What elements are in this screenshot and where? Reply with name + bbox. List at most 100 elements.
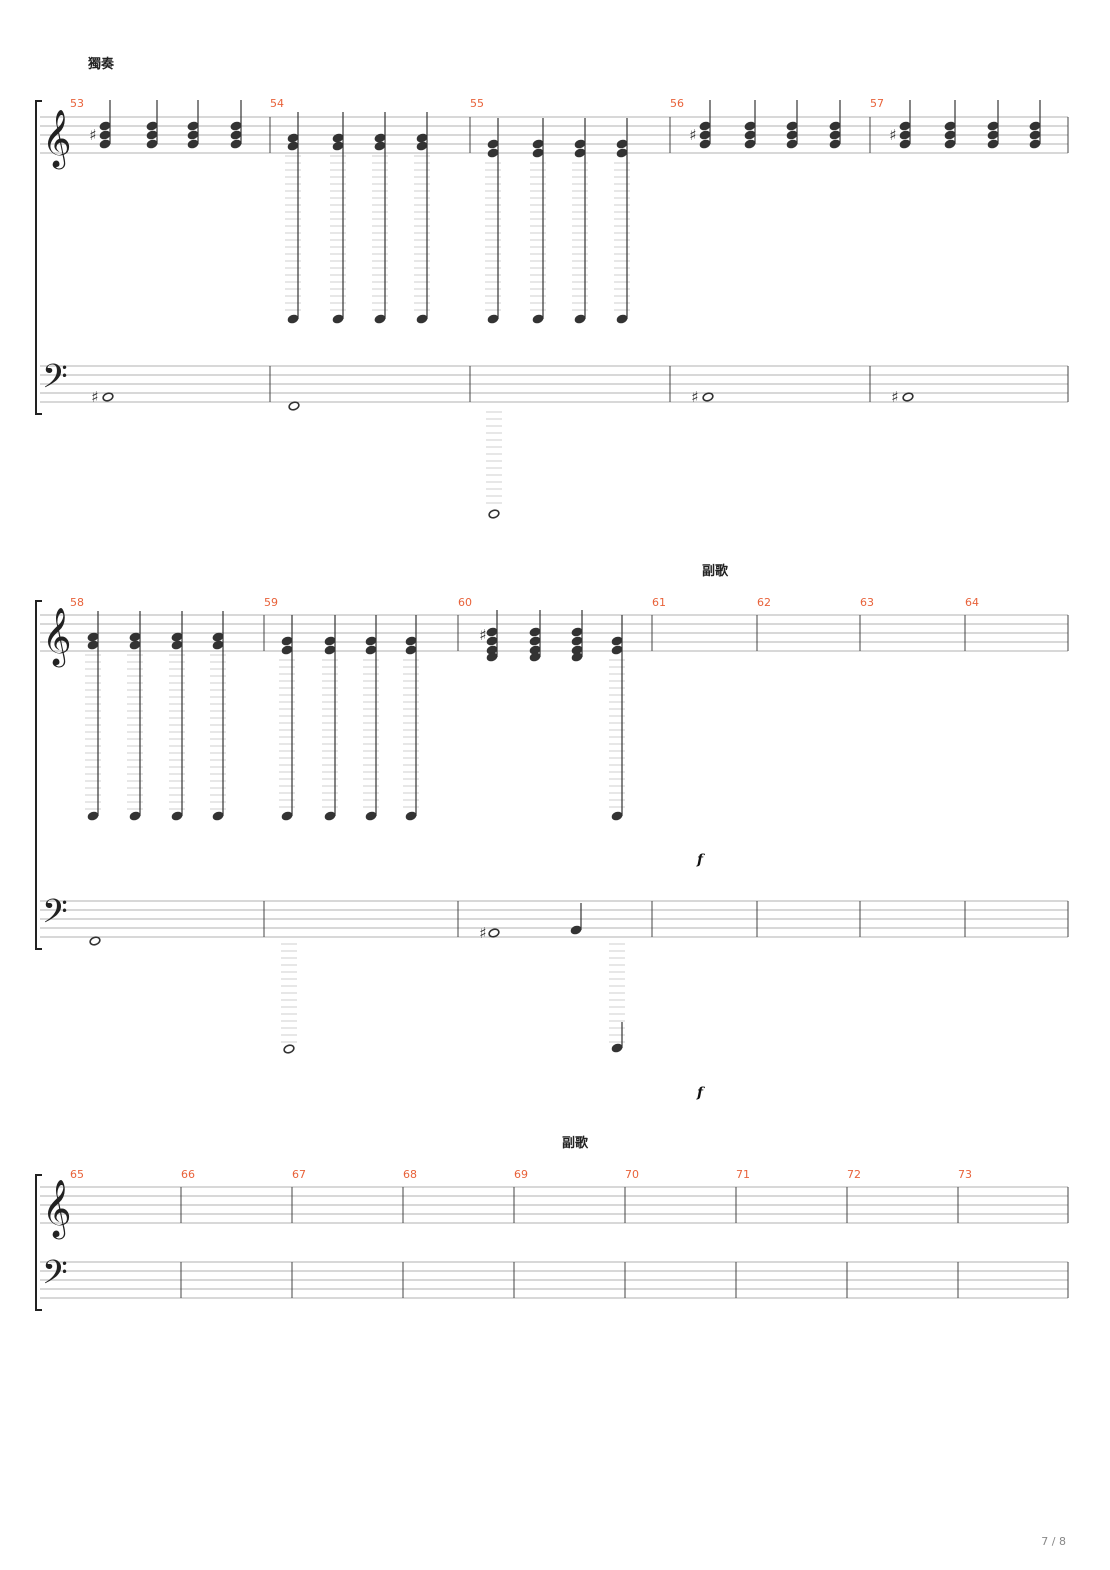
notehead: [486, 636, 498, 646]
measure-number: 60: [458, 596, 472, 609]
notehead: [332, 133, 344, 143]
system-bracket: [35, 1174, 42, 1311]
measure-number: 53: [70, 97, 84, 110]
notehead: [611, 1043, 623, 1053]
notehead: [532, 314, 544, 324]
notehead: [405, 645, 417, 655]
notehead: [187, 130, 199, 140]
notehead: [987, 130, 999, 140]
treble-staff: [40, 614, 1068, 652]
notehead: [486, 627, 498, 637]
notehead: [87, 640, 99, 650]
notehead: [616, 148, 628, 158]
sharp-sign: ♯: [479, 626, 486, 644]
section-label: 獨奏: [87, 56, 115, 72]
notehead: [829, 130, 841, 140]
notehead: [744, 139, 756, 149]
notehead: [487, 139, 499, 149]
notehead: [786, 130, 798, 140]
notehead: [332, 141, 344, 151]
notehead: [529, 627, 541, 637]
notehead: [212, 632, 224, 642]
notehead: [487, 314, 499, 324]
whole-note: [902, 392, 914, 402]
notehead: [616, 314, 628, 324]
notehead: [87, 632, 99, 642]
system-bracket: [35, 600, 42, 950]
notehead: [212, 640, 224, 650]
notehead: [171, 640, 183, 650]
measure-number: 68: [403, 1168, 417, 1181]
notehead: [332, 314, 344, 324]
notehead: [987, 139, 999, 149]
measure-number: 73: [958, 1168, 972, 1181]
notehead: [829, 139, 841, 149]
notehead: [699, 139, 711, 149]
treble-clef-icon: 𝄞: [42, 109, 72, 170]
notehead: [532, 148, 544, 158]
notehead: [287, 141, 299, 151]
treble-staff: [40, 1186, 1068, 1224]
notehead: [99, 121, 111, 131]
sharp-sign: ♯: [91, 388, 98, 406]
measure-number: 59: [264, 596, 278, 609]
notehead: [611, 636, 623, 646]
bass-staff: [40, 1261, 1068, 1299]
measure-number: 70: [625, 1168, 639, 1181]
notehead: [611, 645, 623, 655]
notehead: [486, 652, 498, 662]
notehead: [699, 130, 711, 140]
notehead: [571, 627, 583, 637]
notehead: [611, 811, 623, 821]
bass-clef-icon: 𝄢: [42, 893, 68, 939]
measure-number: 62: [757, 596, 771, 609]
notehead: [171, 632, 183, 642]
section-label: 副歌: [702, 563, 729, 579]
notehead: [287, 314, 299, 324]
notehead: [829, 121, 841, 131]
notehead: [171, 811, 183, 821]
measure-number: 55: [470, 97, 484, 110]
notehead: [1029, 121, 1041, 131]
notehead: [281, 636, 293, 646]
measure-number: 58: [70, 596, 84, 609]
notehead: [146, 130, 158, 140]
notehead: [187, 139, 199, 149]
notehead: [324, 636, 336, 646]
notehead: [744, 130, 756, 140]
notehead: [529, 636, 541, 646]
whole-note: [283, 1044, 295, 1054]
notehead: [324, 811, 336, 821]
notehead: [405, 636, 417, 646]
notehead: [571, 652, 583, 662]
notehead: [786, 139, 798, 149]
notehead: [570, 925, 582, 935]
bass-staff: [40, 900, 1068, 938]
measure-number: 61: [652, 596, 666, 609]
notehead: [744, 121, 756, 131]
notehead: [571, 636, 583, 646]
notehead: [987, 121, 999, 131]
notehead: [574, 139, 586, 149]
notehead: [365, 645, 377, 655]
bass-clef-icon: 𝄢: [42, 1254, 68, 1300]
notehead: [416, 314, 428, 324]
whole-note: [102, 392, 114, 402]
notehead: [944, 130, 956, 140]
notehead: [405, 811, 417, 821]
notehead: [899, 121, 911, 131]
notehead: [87, 811, 99, 821]
treble-staff: [40, 116, 1068, 154]
notehead: [374, 314, 386, 324]
notehead: [281, 811, 293, 821]
notehead: [187, 121, 199, 131]
treble-clef-icon: 𝄞: [42, 1179, 72, 1240]
notehead: [324, 645, 336, 655]
sharp-sign: ♯: [691, 388, 698, 406]
page-number: 7 / 8: [1041, 1535, 1066, 1548]
whole-note: [488, 928, 500, 938]
notehead: [616, 139, 628, 149]
sharp-sign: ♯: [479, 924, 486, 942]
notehead: [1029, 130, 1041, 140]
notehead: [899, 130, 911, 140]
